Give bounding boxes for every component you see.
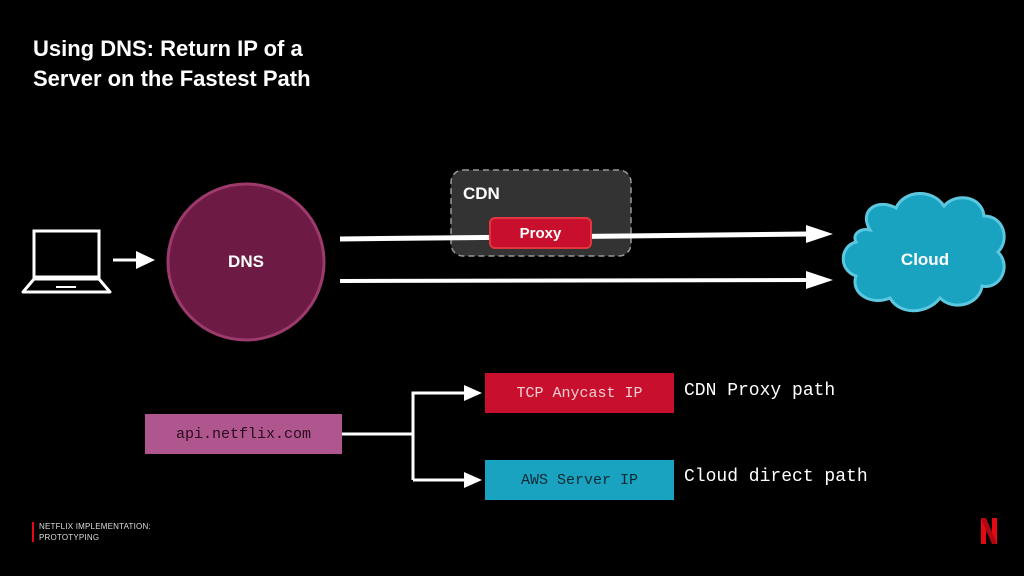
footer-line-2: PROTOTYPING: [39, 533, 100, 542]
footer-accent-bar: [32, 522, 34, 542]
cdn-label: CDN: [463, 184, 500, 203]
tcp-anycast-ip-box: TCP Anycast IP: [485, 373, 674, 413]
proxy-label: Proxy: [519, 224, 562, 242]
dns-node: [166, 182, 326, 342]
direct-route-arrow: [339, 271, 833, 289]
aws-server-ip-label: AWS Server IP: [520, 471, 639, 489]
footer-text: NETFLIX IMPLEMENTATION: PROTOTYPING: [39, 521, 151, 543]
slide-title: Using DNS: Return IP of a Server on the …: [33, 34, 453, 94]
netflix-n-logo: [981, 518, 997, 544]
tcp-anycast-ip-label: TCP Anycast IP: [516, 384, 643, 402]
cloud-direct-path-label: Cloud direct path: [684, 467, 868, 487]
footer-line-1: NETFLIX IMPLEMENTATION:: [39, 522, 151, 531]
domain-box: api.netflix.com: [145, 414, 342, 454]
proxy-box: Proxy: [489, 217, 592, 249]
aws-server-ip-box: AWS Server IP: [485, 460, 674, 500]
title-line-1: Using DNS: Return IP of a: [33, 36, 303, 61]
cdn-proxy-path-label: CDN Proxy path: [684, 381, 836, 401]
laptop-icon: [21, 229, 112, 294]
title-line-2: Server on the Fastest Path: [33, 66, 311, 91]
cloud-node: [841, 192, 1006, 313]
client-to-dns-arrow: [113, 251, 155, 269]
cloud-label: Cloud: [900, 250, 950, 269]
branch-connector: [342, 385, 482, 488]
dns-label: DNS: [228, 252, 264, 271]
domain-label: api.netflix.com: [175, 425, 312, 443]
